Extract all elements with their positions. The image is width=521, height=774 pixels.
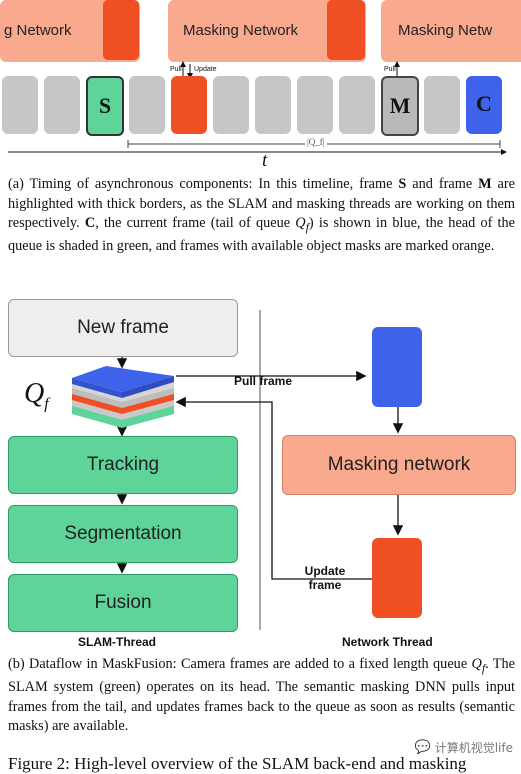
- pulled-frame-blue: [372, 327, 422, 407]
- network-active-block-left: [103, 0, 139, 60]
- network-label-right: Masking Netw: [398, 22, 493, 39]
- caption-a-text: are highlighted with thick borders, as t…: [8, 176, 515, 231]
- queue-symbol: Qf: [24, 378, 49, 414]
- caption-b-text: . The SLAM system (green) operates on it…: [8, 656, 516, 735]
- masking-frame-m: M: [381, 76, 419, 136]
- network-thread-label: Network Thread: [342, 635, 433, 649]
- masking-network-box: Masking network: [282, 435, 516, 495]
- watermark-text: 计算机视觉life: [434, 741, 513, 755]
- caption-a-m: M: [478, 176, 492, 192]
- queue-symbol-sub: f: [44, 395, 49, 413]
- caption-a-text: (a) Timing of asynchronous components: I…: [8, 176, 399, 192]
- caption-a-text: , the current frame (tail of queue: [95, 215, 296, 231]
- queue-frame: [297, 76, 333, 134]
- caption-b-text: (b) Dataflow in MaskFusion: Camera frame…: [8, 656, 472, 672]
- caption-a-c: C: [84, 215, 96, 231]
- caption-b: (b) Dataflow in MaskFusion: Camera frame…: [8, 655, 515, 737]
- update-frame-line2: frame: [308, 578, 342, 592]
- segmentation-box: Segmentation: [8, 505, 238, 563]
- caption-a: (a) Timing of asynchronous components: I…: [8, 175, 515, 257]
- network-label-left: g Network: [4, 22, 72, 39]
- slam-thread-label: SLAM-Thread: [78, 635, 156, 649]
- queue-size-label: |Q_f|: [305, 137, 327, 147]
- frame-s-label: S: [98, 93, 112, 118]
- watermark: 💬 计算机视觉life: [415, 739, 513, 756]
- queue-frame: [129, 76, 165, 134]
- fusion-box: Fusion: [8, 574, 238, 632]
- masking-network-bar-right: [381, 0, 521, 62]
- pull-frame-label: Pull frame: [234, 374, 293, 388]
- network-active-block-mid: [327, 0, 365, 60]
- slam-frame-s: S: [86, 76, 124, 136]
- wechat-icon: 💬: [414, 740, 431, 755]
- current-frame-c: C: [466, 76, 502, 134]
- update-frame-line1: Update: [304, 564, 346, 578]
- dataflow-arrows: [116, 310, 404, 630]
- queue-frame: [424, 76, 460, 134]
- queue-frame: [255, 76, 291, 134]
- queue-frame: [2, 76, 38, 134]
- frame-c-label: C: [476, 91, 492, 116]
- update-label: Update: [194, 66, 217, 73]
- time-axis-label: t: [262, 150, 268, 171]
- caption-a-queue: Q: [295, 215, 306, 231]
- segmentation-label: Segmentation: [64, 523, 182, 544]
- queue-frame: [44, 76, 80, 134]
- network-label-mid: Masking Network: [183, 22, 299, 39]
- pull-label-right: Pull: [384, 66, 396, 73]
- tracking-label: Tracking: [86, 454, 160, 475]
- caption-a-queue-sub: f: [305, 219, 309, 234]
- frame-m-label: M: [389, 93, 411, 118]
- queue-frame: [213, 76, 249, 134]
- fusion-label: Fusion: [94, 592, 152, 613]
- caption-a-s: S: [398, 176, 407, 192]
- masked-frame: [171, 76, 207, 134]
- updated-frame-orange: [372, 538, 422, 618]
- update-frame-label: Update frame: [296, 564, 354, 592]
- caption-b-queue-sub: f: [481, 660, 486, 675]
- queue-symbol-q: Q: [24, 378, 45, 409]
- caption-a-text: and frame: [406, 176, 479, 192]
- tracking-box: Tracking: [8, 436, 238, 494]
- pull-label: Pull: [170, 66, 182, 73]
- masking-network-label: Masking network: [327, 454, 471, 475]
- queue-frame: [339, 76, 375, 134]
- figure-title: Figure 2: High-level overview of the SLA…: [8, 754, 467, 773]
- frame-queue-stack-icon: [72, 366, 174, 428]
- new-frame-box: New frame: [8, 299, 238, 357]
- caption-a-text: ) is shown in blue, the head of the queu…: [8, 215, 515, 255]
- caption-b-queue: Q: [471, 656, 482, 672]
- new-frame-label: New frame: [77, 317, 169, 338]
